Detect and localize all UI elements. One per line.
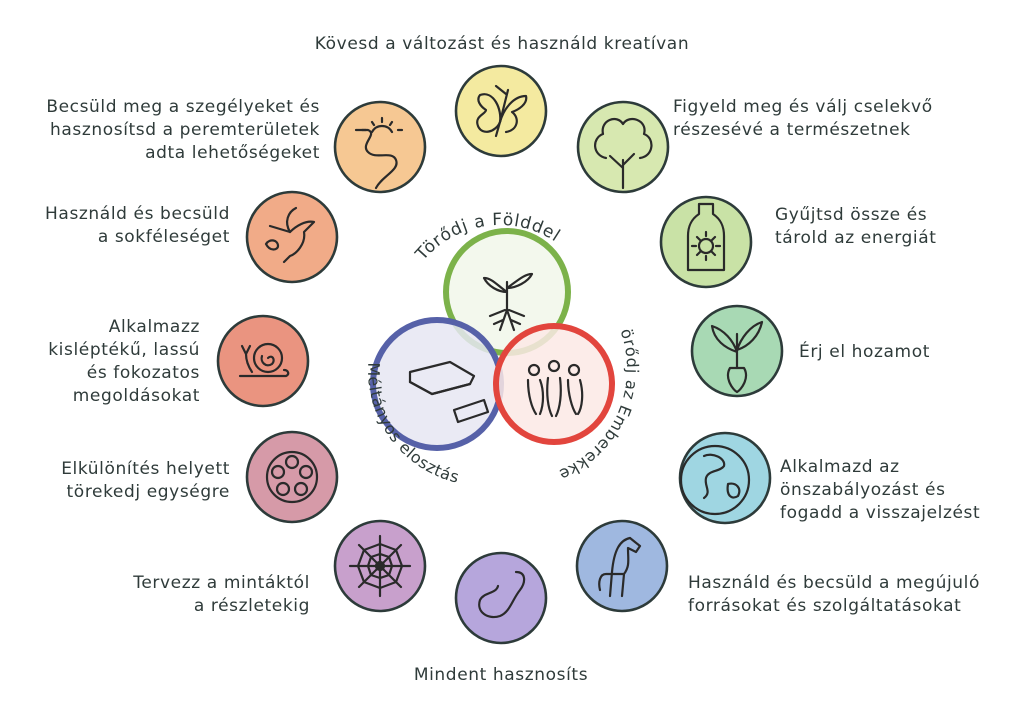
path-sun-icon xyxy=(354,116,404,190)
principle-patterns-circle xyxy=(333,519,427,613)
ethic-fair-ring xyxy=(370,317,504,451)
principle-renewable-circle xyxy=(575,519,669,613)
principle-waste-label: Mindent hasznosíts xyxy=(413,665,589,685)
hummingbird-icon xyxy=(264,206,316,264)
bottle-sun-icon xyxy=(686,202,726,272)
sprout-icon xyxy=(482,272,534,332)
principle-edges-label: Becsüld meg a szegélyeket és hasznosítsd… xyxy=(46,97,320,163)
tree-icon xyxy=(594,117,653,190)
people-icon xyxy=(526,359,584,418)
worm-icon xyxy=(478,570,526,619)
principle-integrate-label: Elkülönítés helyett törekedj egységre xyxy=(61,459,230,502)
globe-icon xyxy=(679,444,751,516)
horse-icon xyxy=(598,536,642,598)
circles-icon xyxy=(265,450,319,504)
principle-energy-label: Gyűjtsd össze és tárold az energiát xyxy=(775,205,937,248)
principle-observe-label: Figyeld meg és válj cselekvő részesévé a… xyxy=(673,97,933,140)
shared-cake-icon xyxy=(408,360,490,424)
principle-change-label: Kövesd a változást és használd kreatívan xyxy=(314,34,690,54)
principle-integrate-circle xyxy=(245,430,339,524)
snail-icon xyxy=(238,342,290,378)
principle-waste-circle xyxy=(454,551,548,645)
principle-patterns-label: Tervezz a mintáktól a részletekig xyxy=(133,573,310,616)
principle-renewable-label: Használd és becsüld a megújuló forrásoka… xyxy=(688,573,980,616)
principle-change-circle xyxy=(454,64,548,158)
ethic-people-ring xyxy=(493,323,615,445)
principle-yield-label: Érj el hozamot xyxy=(799,342,930,362)
ethic-earth-ring xyxy=(443,228,571,356)
principle-selfreg-circle xyxy=(678,431,772,525)
principle-yield-circle xyxy=(690,304,784,398)
principle-selfreg-label: Alkalmazd az önszabályozást és fogadd a … xyxy=(780,457,981,523)
principle-observe-circle xyxy=(576,100,670,194)
butterfly-icon xyxy=(476,84,528,138)
principle-diversity-circle xyxy=(245,190,339,284)
spiderweb-icon xyxy=(348,534,412,598)
principle-diversity-label: Használd és becsüld a sokféleséget xyxy=(45,204,230,247)
principle-energy-circle xyxy=(659,195,753,289)
principle-small-label: Alkalmazz kisléptékű, lassú és fokozatos… xyxy=(48,317,200,406)
beet-icon xyxy=(710,320,764,394)
principle-small-circle xyxy=(216,314,310,408)
principle-edges-circle xyxy=(333,100,427,194)
